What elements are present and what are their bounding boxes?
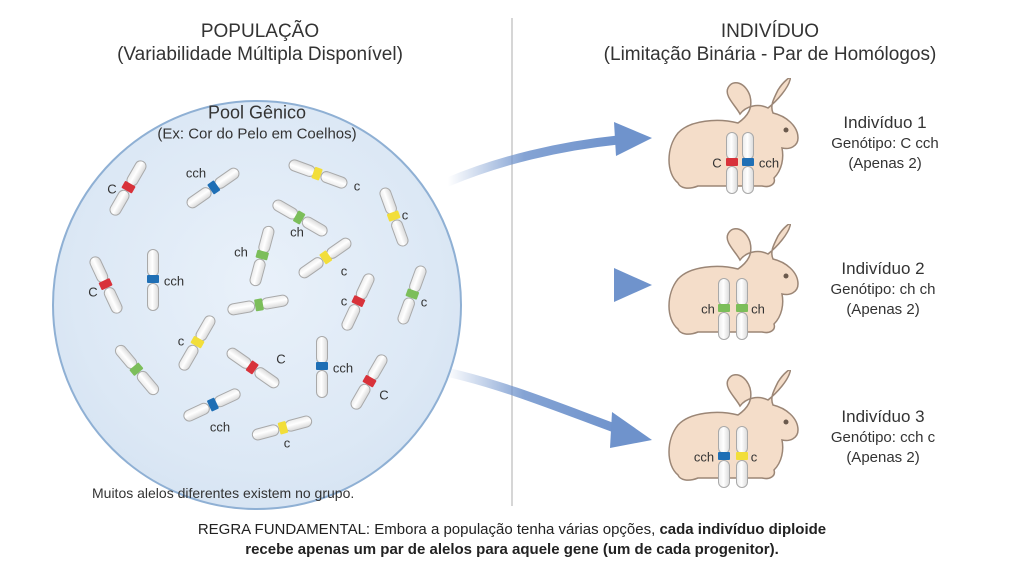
pool-allele-label-11: c xyxy=(340,293,348,309)
individual-1-genotype: Genótipo: C cch xyxy=(831,135,939,152)
individual-title: INDIVÍDUO xyxy=(720,21,820,42)
chromosome-arm xyxy=(718,312,730,340)
allele-band xyxy=(316,362,328,370)
chromosome-arm xyxy=(726,132,738,160)
individual-2-chromosome-left xyxy=(718,278,730,340)
rule-bold-2: recebe apenas um par de alelos para aque… xyxy=(245,541,779,558)
individual-1-allele-left: C xyxy=(712,155,722,171)
arrow-to-individual-2 xyxy=(445,268,652,302)
rabbit-3-icon xyxy=(668,370,799,481)
individual-1-name: Indivíduo 1 xyxy=(843,113,927,132)
fundamental-rule: REGRA FUNDAMENTAL: Embora a população te… xyxy=(0,520,1024,560)
pool-subtitle: (Ex: Cor do Pelo em Coelhos) xyxy=(157,125,357,143)
pool-allele-label-19: c xyxy=(283,435,291,451)
individual-3-name: Indivíduo 3 xyxy=(841,407,925,426)
rabbit-1-icon xyxy=(668,78,799,189)
pool-chromosome-9 xyxy=(147,249,159,311)
population-title: POPULAÇÃO xyxy=(200,21,320,42)
pool-allele-label-7: c xyxy=(340,263,348,279)
individual-2-allele-left: ch xyxy=(701,301,715,317)
individual-3-allele-right: c xyxy=(750,449,758,465)
individual-3-allele-left: cch xyxy=(693,449,715,465)
pool-allele-label-17: C xyxy=(379,387,389,403)
pool-chromosome-16 xyxy=(316,336,328,398)
arrow-to-individual-3 xyxy=(441,367,652,448)
pool-note: Muitos alelos diferentes existem no grup… xyxy=(92,485,355,501)
allele-band xyxy=(147,275,159,283)
pool-allele-label-12: c xyxy=(420,294,428,310)
chromosome-arm xyxy=(147,283,159,311)
pool-allele-label-13: c xyxy=(177,333,185,349)
population-header: POPULAÇÃO (Variabilidade Múltipla Dispon… xyxy=(60,20,460,66)
chromosome-arm xyxy=(726,166,738,194)
individual-subtitle: (Limitação Binária - Par de Homólogos) xyxy=(603,44,937,65)
chromosome-arm xyxy=(718,460,730,488)
chromosome-arm xyxy=(316,370,328,398)
chromosome-arm xyxy=(316,336,328,364)
rule-prefix: REGRA FUNDAMENTAL: Embora a população te… xyxy=(197,521,656,538)
rule-bold-1: cada indivíduo diploide xyxy=(659,521,827,538)
individual-2-name: Indivíduo 2 xyxy=(841,259,925,278)
individual-1-chromosome-right xyxy=(742,132,754,194)
allele-band xyxy=(742,158,754,166)
pool-allele-label-4: c xyxy=(401,207,409,223)
individual-header: INDIVÍDUO (Limitação Binária - Par de Ho… xyxy=(560,20,980,66)
pool-allele-label-8: C xyxy=(88,284,98,300)
individual-2-allele-right: ch xyxy=(751,301,765,317)
pool-allele-label-5: ch xyxy=(290,224,304,240)
individual-3-note: (Apenas 2) xyxy=(846,449,920,466)
chromosome-arm xyxy=(718,426,730,454)
chromosome-arm xyxy=(736,460,748,488)
allele-band xyxy=(726,158,738,166)
pool-allele-label-16: cch xyxy=(332,360,354,376)
allele-band xyxy=(718,452,730,460)
allele-band xyxy=(736,452,748,460)
chromosome-arm xyxy=(147,249,159,277)
pool-allele-label-15: C xyxy=(276,351,286,367)
allele-band xyxy=(718,304,730,312)
individual-2-info: Indivíduo 2 Genótipo: ch ch (Apenas 2) xyxy=(808,258,958,320)
chromosome-arm xyxy=(742,166,754,194)
pool-allele-label-18: cch xyxy=(209,419,231,435)
pool-title: Pool Gênico xyxy=(207,102,307,123)
individual-3-chromosome-right xyxy=(736,426,748,488)
individual-1-note: (Apenas 2) xyxy=(848,155,922,172)
individual-3-chromosome-left xyxy=(718,426,730,488)
chromosome-arm xyxy=(736,312,748,340)
chromosome-arm xyxy=(736,278,748,306)
chromosome-arm xyxy=(736,426,748,454)
center-divider xyxy=(511,18,513,506)
pool-allele-label-2: cch xyxy=(185,165,207,181)
individual-2-chromosome-right xyxy=(736,278,748,340)
individual-2-genotype: Genótipo: ch ch xyxy=(830,281,936,298)
individual-2-note: (Apenas 2) xyxy=(846,301,920,318)
individual-3-genotype: Genótipo: cch c xyxy=(830,429,936,446)
pool-allele-label-1: C xyxy=(107,181,117,197)
chromosome-arm xyxy=(718,278,730,306)
pool-allele-label-6: ch xyxy=(234,244,248,260)
individual-1-allele-right: cch xyxy=(758,155,780,171)
population-subtitle: (Variabilidade Múltipla Disponível) xyxy=(117,44,403,65)
allele-band xyxy=(736,304,748,312)
individual-1-chromosome-left xyxy=(726,132,738,194)
arrow-to-individual-1 xyxy=(443,122,652,187)
individual-3-info: Indivíduo 3 Genótipo: cch c (Apenas 2) xyxy=(808,406,958,468)
chromosome-arm xyxy=(742,132,754,160)
individual-1-info: Indivíduo 1 Genótipo: C cch (Apenas 2) xyxy=(810,112,960,174)
pool-allele-label-9: cch xyxy=(163,273,185,289)
pool-allele-label-3: c xyxy=(353,178,361,194)
rabbit-2-icon xyxy=(668,224,799,335)
